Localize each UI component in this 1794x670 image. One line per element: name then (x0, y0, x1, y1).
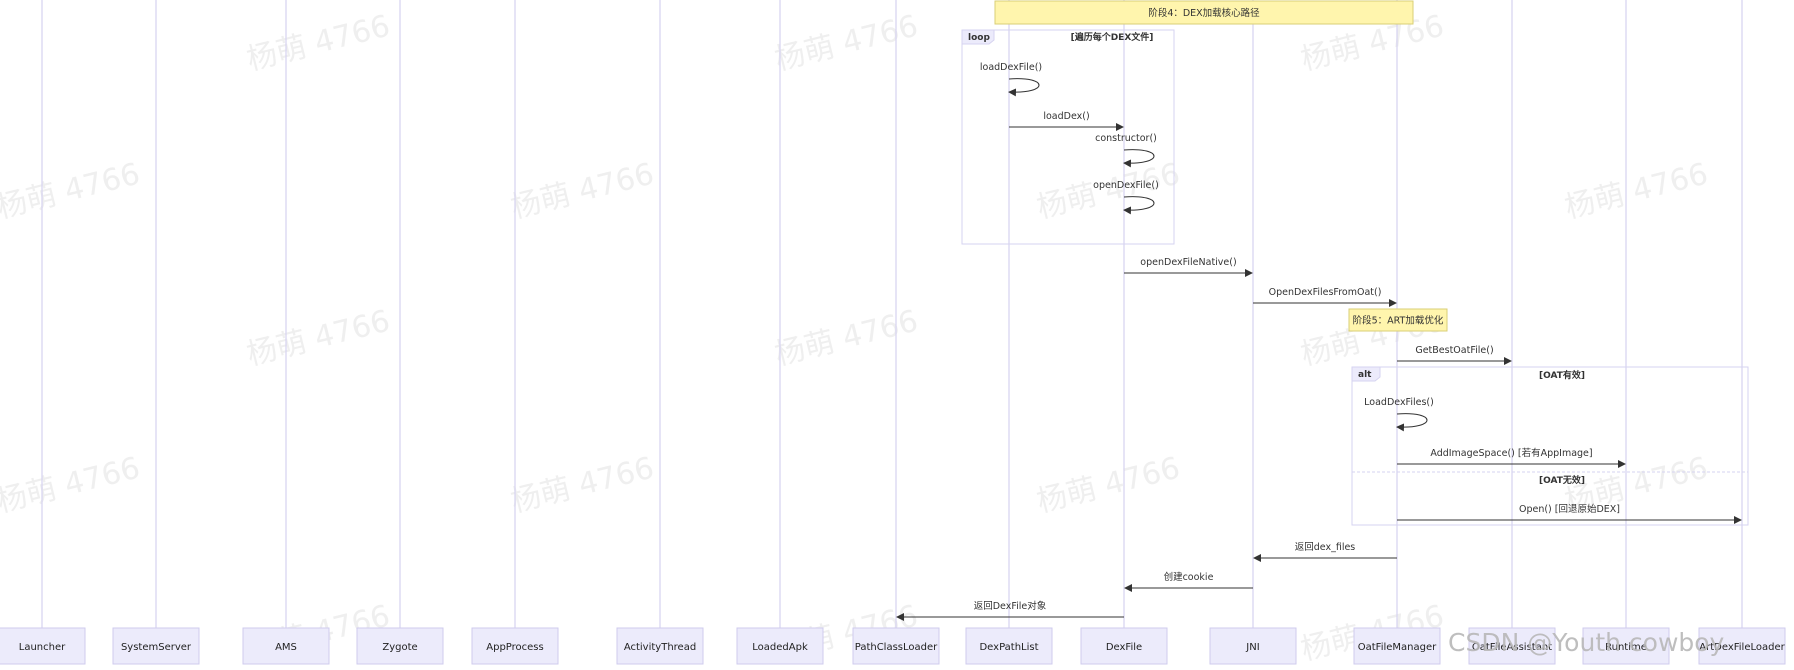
frame-condition-loop: [遍历每个DEX文件] (1071, 31, 1154, 43)
participant-label-artdexfileloader: ArtDexFileLoader (1699, 642, 1785, 653)
participant-box-zygote (356, 627, 444, 665)
watermark-layer: 杨萌 4766 杨萌 4766 杨萌 4766 杨萌 4766 杨萌 4766 杨萌 47… (0, 9, 1711, 668)
message-label: 返回DexFile对象 (974, 600, 1047, 612)
participant-label-appprocess: AppProcess (486, 642, 543, 653)
message-label: openDexFile() (1093, 180, 1159, 191)
brand-watermark: CSDN @Youth cowboy (1448, 628, 1725, 657)
participant-box-artdexfileloader (1698, 627, 1786, 665)
participant-label-oatfilemanager: OatFileManager (1358, 642, 1437, 653)
participant-box-loadedapk (736, 627, 824, 665)
participant-label-launcher: Launcher (19, 642, 66, 653)
watermark-text: 杨萌 4766 (771, 304, 921, 373)
message-self-arrow (1123, 149, 1155, 168)
watermark-text: 杨萌 4766 (0, 157, 143, 226)
frame-tag-box-alt (1351, 366, 1381, 382)
watermark-text: 杨萌 4766 (771, 9, 921, 78)
message-label: 创建cookie (1164, 571, 1214, 583)
frame-tag-loop: loop (968, 33, 990, 43)
participant-box-activitythread (616, 627, 704, 665)
message-label: OpenDexFilesFromOat() (1269, 287, 1382, 298)
frame-condition-alt: [OAT无效] (1539, 474, 1585, 486)
watermark-text: 杨萌 4766 (1033, 157, 1183, 226)
message-self-arrow (1396, 413, 1428, 432)
participant-label-runtime: Runtime (1605, 642, 1647, 653)
participant-label-dexpathlist: DexPathList (979, 642, 1038, 653)
note-text-stage4: 阶段4：DEX加载核心路径 (1148, 7, 1260, 19)
message-self-arrow (1008, 78, 1040, 97)
participant-label-activitythread: ActivityThread (624, 642, 696, 653)
participant-box-oatfilemanager (1353, 627, 1441, 665)
participant-label-dexfile: DexFile (1106, 642, 1142, 653)
watermark-text: 杨萌 4766 (243, 304, 393, 373)
message-label: 返回dex_files (1295, 541, 1356, 553)
note-stage4 (994, 0, 1414, 25)
participant-label-oatfileassistant: OatFileAssistant (1472, 642, 1552, 653)
participant-label-loadedapk: LoadedApk (752, 642, 808, 653)
frame-loop (961, 29, 1175, 245)
participant-label-systemserver: SystemServer (121, 642, 192, 653)
message-self-arrow (1123, 196, 1155, 215)
lifelines (41, 0, 1743, 628)
message-label: LoadDexFiles() (1364, 397, 1434, 408)
participants: Launcher SystemServer AMS Zygote AppProcess A… (0, 627, 1786, 665)
participant-label-ams: AMS (275, 642, 297, 653)
message-label: constructor() (1095, 133, 1157, 144)
watermark-text: 杨萌 4766 (507, 157, 657, 226)
frame-alt (1351, 366, 1749, 526)
watermark-text: 杨萌 4766 (507, 451, 657, 520)
message-label: openDexFileNative() (1140, 257, 1236, 268)
watermark-text: 杨萌 4766 (243, 9, 393, 78)
participant-box-launcher (0, 627, 86, 665)
watermark-text: 杨萌 4766 (1033, 451, 1183, 520)
frame-tag-box-loop (961, 29, 995, 45)
message-label: Open() [回退原始DEX] (1519, 503, 1620, 515)
participant-box-jni (1209, 627, 1297, 665)
participant-label-jni: JNI (1245, 642, 1259, 653)
message-label: AddImageSpace() [若有AppImage] (1430, 447, 1592, 459)
watermark-text: 杨萌 4766 (1561, 157, 1711, 226)
participant-box-dexpathlist (965, 627, 1053, 665)
frame-condition-alt: [OAT有效] (1539, 369, 1585, 381)
note-text-stage5: 阶段5：ART加载优化 (1353, 315, 1444, 327)
messages: loadDexFile() loadDex() constructor() openD… (896, 62, 1742, 621)
participant-label-zygote: Zygote (382, 642, 417, 653)
participant-box-appprocess (471, 627, 559, 665)
message-label: loadDex() (1043, 111, 1089, 122)
watermark-text: 杨萌 4766 (0, 451, 143, 520)
participant-label-pathclassloader: PathClassLoader (855, 642, 938, 653)
message-label: loadDexFile() (980, 62, 1042, 73)
participant-box-oatfileassistant (1468, 627, 1556, 665)
note-stage5 (1348, 308, 1448, 332)
frame-tag-alt: alt (1358, 370, 1372, 380)
participant-box-dexfile (1080, 627, 1168, 665)
participant-box-systemserver (112, 627, 200, 665)
message-label: GetBestOatFile() (1415, 345, 1493, 356)
brand-layer: CSDN @Youth cowboy (1448, 628, 1725, 657)
participant-box-runtime (1582, 627, 1670, 665)
participant-box-ams (242, 627, 330, 665)
frames: loop [遍历每个DEX文件] alt [OAT有效] [OAT无效] (961, 29, 1749, 526)
participant-box-pathclassloader (852, 627, 940, 665)
